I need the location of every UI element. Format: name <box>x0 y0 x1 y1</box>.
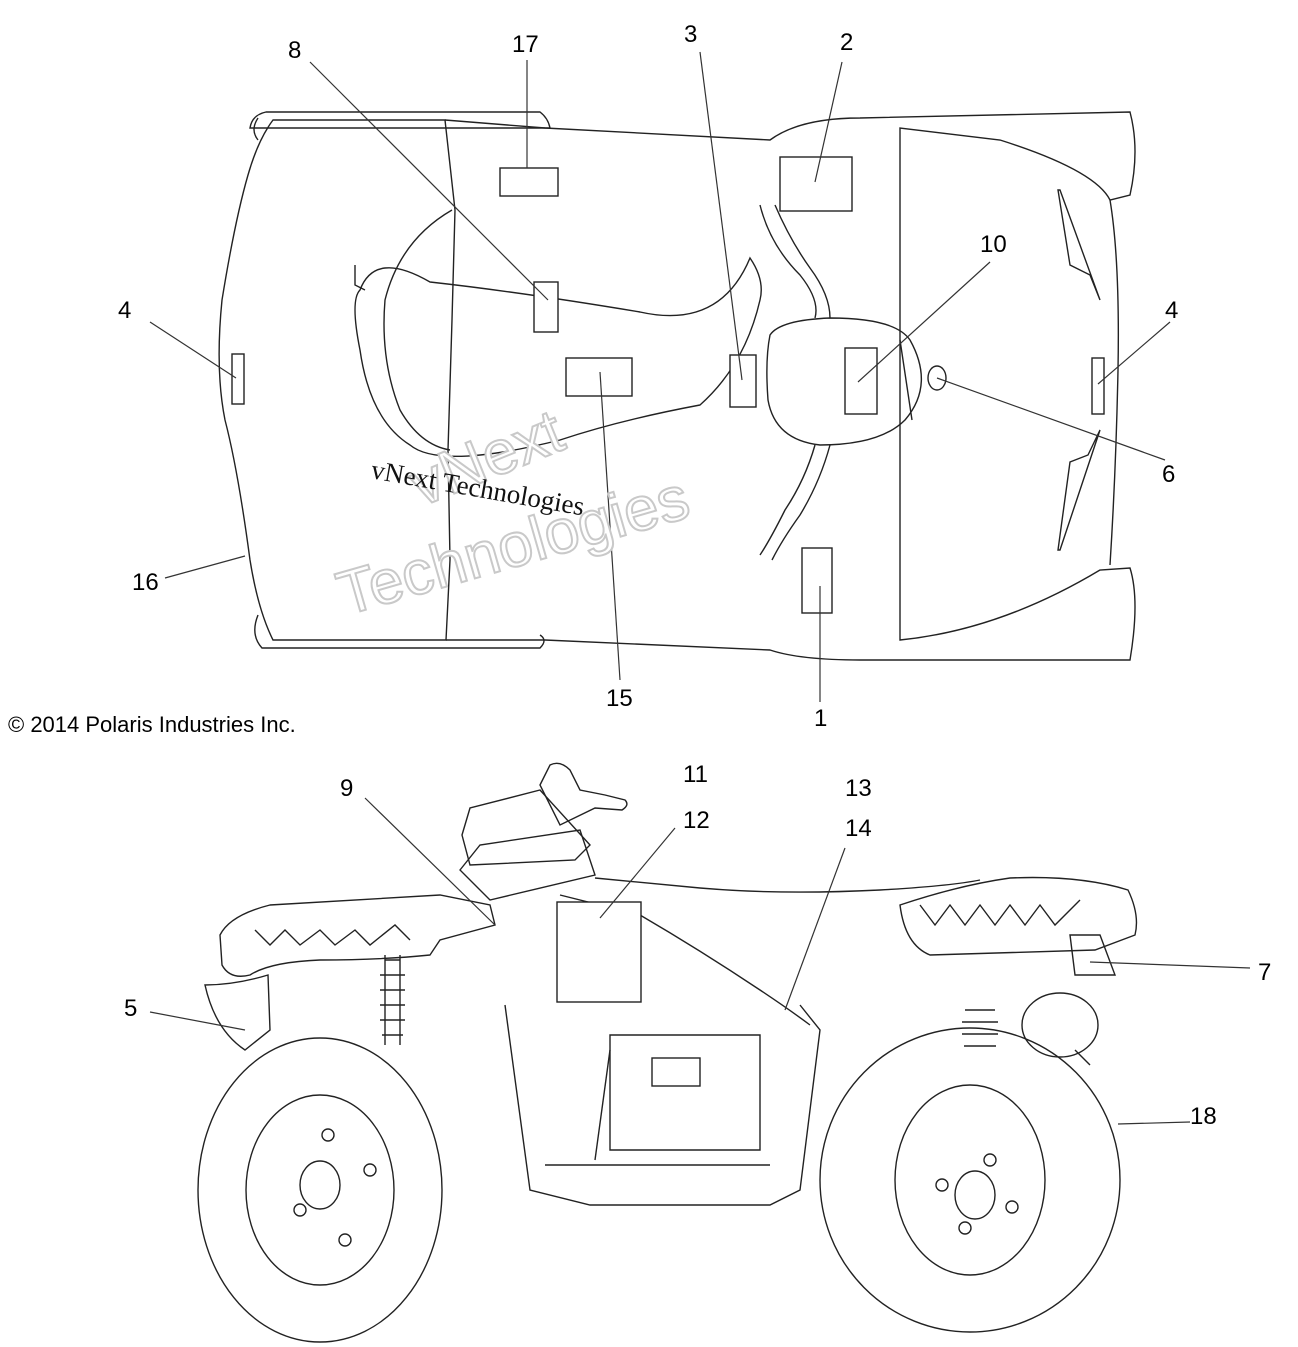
callout-8: 8 <box>288 37 301 64</box>
watermark: vNext Technologies vNext Technologies <box>329 396 698 630</box>
callout-15: 15 <box>606 685 633 712</box>
atv-top-view: 17 8 3 2 10 4 4 6 16 15 1 <box>118 21 1178 732</box>
callout-4-left: 4 <box>118 297 131 324</box>
callout-7: 7 <box>1258 959 1271 986</box>
callout-13: 13 <box>845 775 872 802</box>
callout-1: 1 <box>814 705 827 732</box>
callout-14: 14 <box>845 815 872 842</box>
decal-2 <box>779 156 853 212</box>
callout-5: 5 <box>124 995 137 1022</box>
callout-2: 2 <box>840 29 853 56</box>
callout-17: 17 <box>512 31 539 58</box>
callout-4-right: 4 <box>1165 297 1178 324</box>
callout-10: 10 <box>980 231 1007 258</box>
callout-3: 3 <box>684 21 697 48</box>
decal-17 <box>499 167 559 197</box>
atv-side-view: 11 9 12 13 14 5 7 18 <box>124 761 1271 1343</box>
decal-tank <box>651 1057 701 1087</box>
decal-10 <box>844 347 878 415</box>
decal-15 <box>565 357 633 397</box>
decal-4-rear <box>231 353 245 405</box>
callout-6: 6 <box>1162 461 1175 488</box>
copyright-notice: © 2014 Polaris Industries Inc. <box>8 712 296 737</box>
callout-11: 11 <box>683 761 708 788</box>
decal-1 <box>801 547 833 614</box>
decal-3 <box>729 354 757 408</box>
callout-18: 18 <box>1190 1103 1217 1130</box>
callout-9: 9 <box>340 775 353 802</box>
callout-16: 16 <box>132 569 159 596</box>
decal-12 <box>556 901 642 1003</box>
callout-12: 12 <box>683 807 710 834</box>
decal-4-front <box>1091 357 1105 415</box>
